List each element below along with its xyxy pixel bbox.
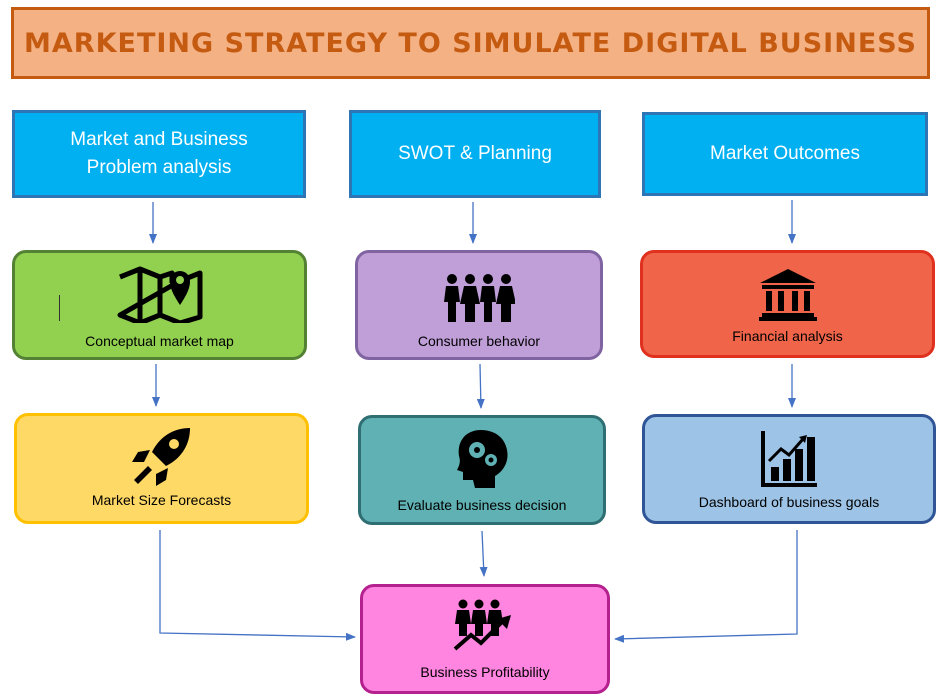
- node-consumer-behavior: Consumer behavior: [355, 250, 603, 360]
- header-swot-planning: SWOT & Planning: [349, 110, 601, 198]
- header-market-business: Market and Business Problem analysis: [12, 110, 306, 198]
- node-dashboard-business-goals: Dashboard of business goals: [642, 414, 936, 524]
- bar-chart-icon: [761, 431, 817, 487]
- node-label: Market Size Forecasts: [91, 492, 232, 508]
- head-gears-icon: [457, 430, 508, 488]
- header-line: Problem analysis: [86, 157, 232, 178]
- page-title: MARKETING STRATEGY TO SIMULATE DIGITAL B…: [24, 27, 917, 59]
- node-market-size-forecasts: Market Size Forecasts: [14, 413, 309, 524]
- node-evaluate-business-decision: Evaluate business decision: [358, 415, 606, 525]
- title-banner: MARKETING STRATEGY TO SIMULATE DIGITAL B…: [11, 7, 930, 79]
- arrow-size-to-profitability: [159, 530, 356, 641]
- text-cursor: [59, 295, 60, 321]
- header-market-outcomes: Market Outcomes: [642, 112, 928, 196]
- node-label: Consumer behavior: [417, 333, 541, 349]
- arrow-evaluate-to-profitability: [479, 530, 488, 577]
- team-growth-icon: [453, 599, 511, 651]
- arrow-dashboard-to-profitability: [614, 530, 798, 643]
- node-financial-analysis: Financial analysis: [640, 250, 935, 358]
- node-label: Financial analysis: [732, 328, 843, 344]
- node-label: Dashboard of business goals: [698, 494, 880, 510]
- map-pin-icon: [117, 266, 202, 323]
- node-business-profitability: Business Profitability: [360, 584, 610, 694]
- node-label: Evaluate business decision: [397, 497, 567, 513]
- header-line: Market Outcomes: [710, 143, 860, 164]
- node-conceptual-market-map: Conceptual market map: [12, 250, 307, 360]
- header-line: Market and Business: [70, 129, 248, 150]
- node-label: Conceptual market map: [85, 333, 234, 349]
- node-label: Business Profitability: [420, 664, 550, 680]
- rocket-icon: [131, 428, 190, 486]
- people-group-icon: [444, 274, 515, 322]
- header-line: SWOT & Planning: [398, 143, 552, 164]
- bank-icon: [758, 269, 817, 321]
- arrow-consumer-to-evaluate: [476, 363, 485, 409]
